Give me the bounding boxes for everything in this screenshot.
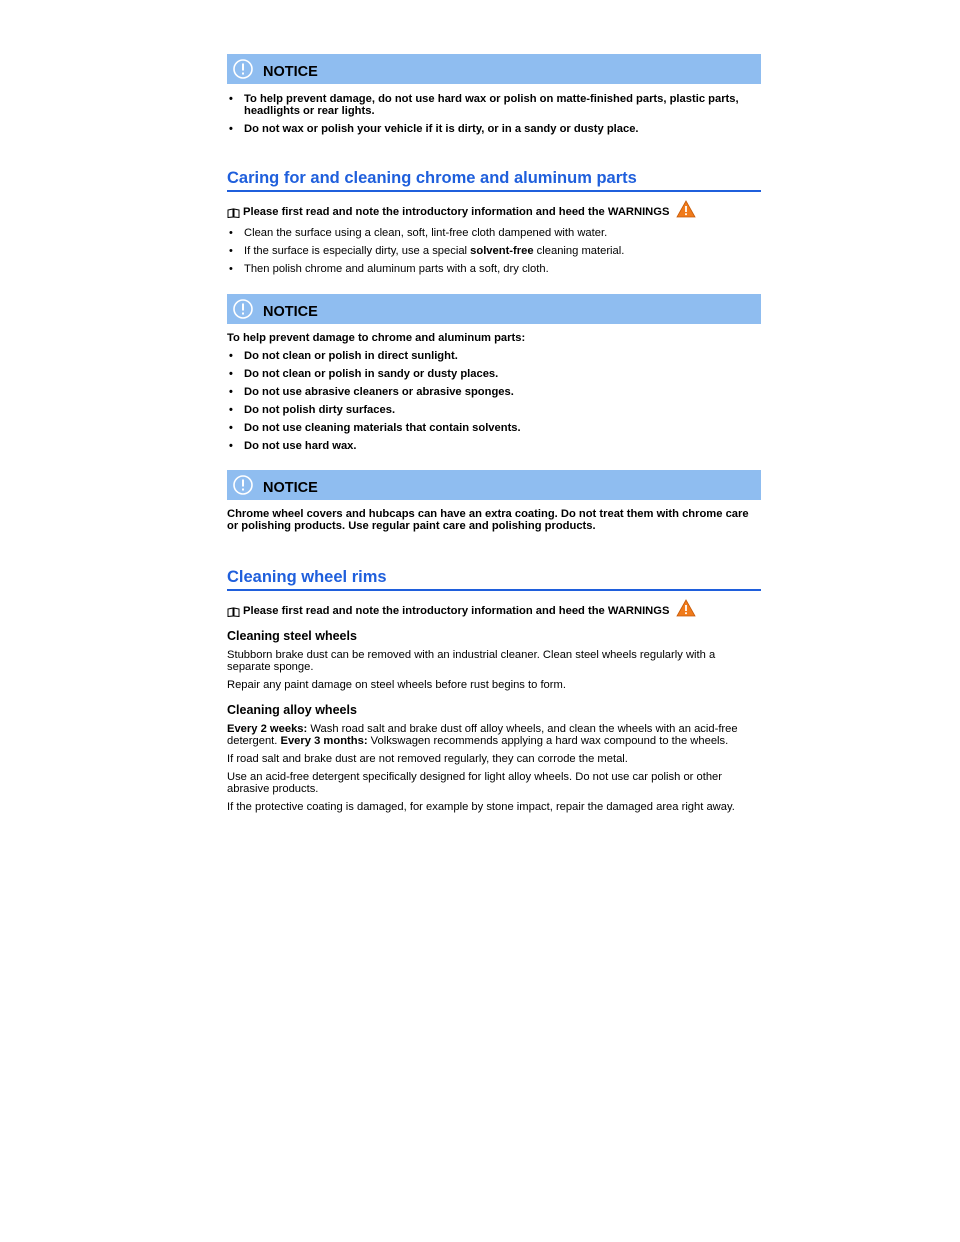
book-icon <box>227 208 240 218</box>
list-item: Do not use abrasive cleaners or abrasive… <box>227 386 761 398</box>
notice-title: NOTICE <box>263 304 318 320</box>
paragraph: Repair any paint damage on steel wheels … <box>227 679 566 691</box>
exclamation-circle-icon <box>233 59 253 79</box>
warning-triangle-icon[interactable] <box>676 200 697 218</box>
notice-box: NOTICE <box>227 470 761 500</box>
paragraph: If road salt and brake dust are not remo… <box>227 753 628 765</box>
book-icon <box>227 607 240 617</box>
notice-box: NOTICE <box>227 294 761 324</box>
subsection-heading: Cleaning steel wheels <box>227 629 357 643</box>
notice-list: To help prevent damage, do not use hard … <box>227 93 761 135</box>
list-item: Do not use cleaning materials that conta… <box>227 422 761 434</box>
manual-page: NOTICE To help prevent damage, do not us… <box>227 54 761 813</box>
section-heading: Caring for and cleaning chrome and alumi… <box>227 169 761 192</box>
intro-reference: Please first read and note the introduct… <box>227 200 761 218</box>
notice-title: NOTICE <box>263 480 318 496</box>
warning-triangle-icon[interactable] <box>676 599 697 617</box>
list-item: Clean the surface using a clean, soft, l… <box>227 227 761 239</box>
notice-title: NOTICE <box>263 64 318 80</box>
list-item: Then polish chrome and aluminum parts wi… <box>227 263 761 275</box>
section-heading: Cleaning wheel rims <box>227 568 761 591</box>
exclamation-circle-icon <box>233 475 253 495</box>
paragraph: If the protective coating is damaged, fo… <box>227 801 735 813</box>
paragraph: Every 2 weeks: Wash road salt and brake … <box>227 723 738 747</box>
notice-text: Chrome wheel covers and hubcaps can have… <box>227 508 749 532</box>
paragraph: Use an acid-free detergent specifically … <box>227 771 723 795</box>
subsection-heading: Cleaning alloy wheels <box>227 703 357 717</box>
notice-intro: To help prevent damage to chrome and alu… <box>227 332 526 344</box>
paragraph: Stubborn brake dust can be removed with … <box>227 649 716 673</box>
list-item: Do not clean or polish in direct sunligh… <box>227 350 761 362</box>
notice-box: NOTICE <box>227 54 761 84</box>
list-item: Do not use hard wax. <box>227 440 761 452</box>
intro-reference: Please first read and note the introduct… <box>227 599 761 617</box>
reference-text: Please first read and note the introduct… <box>243 605 670 617</box>
list-item: Do not polish dirty surfaces. <box>227 404 761 416</box>
exclamation-circle-icon <box>233 299 253 319</box>
list-item: To help prevent damage, do not use hard … <box>227 93 761 117</box>
list-item: Do not wax or polish your vehicle if it … <box>227 123 761 135</box>
notice-list: Do not clean or polish in direct sunligh… <box>227 350 761 452</box>
instruction-list: Clean the surface using a clean, soft, l… <box>227 227 761 275</box>
list-item: Do not clean or polish in sandy or dusty… <box>227 368 761 380</box>
list-item: If the surface is especially dirty, use … <box>227 245 761 257</box>
reference-text: Please first read and note the introduct… <box>243 206 670 218</box>
